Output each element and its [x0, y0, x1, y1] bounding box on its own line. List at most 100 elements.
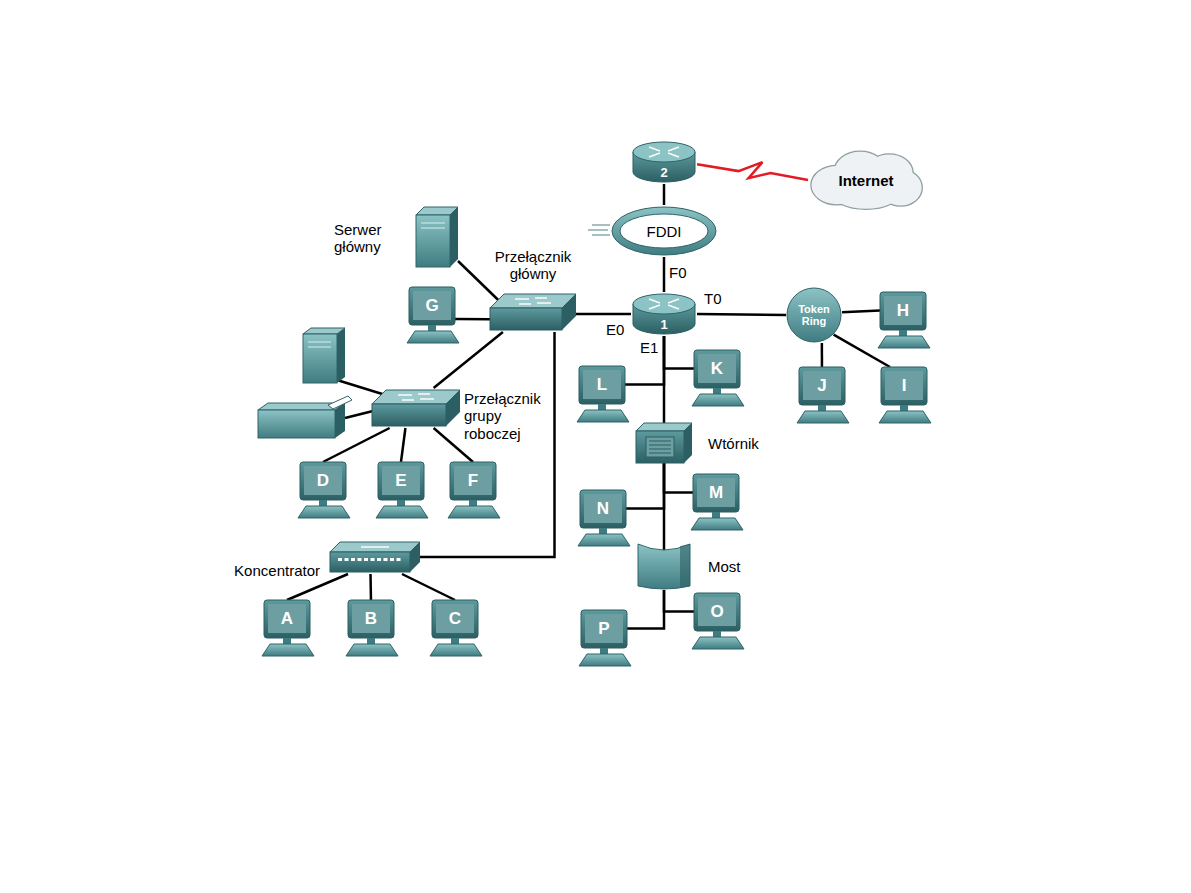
network-label: Internet: [838, 172, 893, 189]
printer-side: [335, 403, 345, 438]
repeater-grille: [649, 453, 671, 454]
network-label: Token Ring: [791, 303, 837, 327]
device-label: Przełącznik grupy roboczej: [464, 390, 554, 442]
keyboard: [407, 331, 459, 343]
hub-port: [364, 558, 368, 561]
device-letter: P: [598, 619, 609, 639]
keyboard: [579, 654, 631, 666]
device-letter: H: [897, 301, 909, 321]
switch-arrow: [515, 298, 529, 299]
router-arrow: [668, 153, 679, 157]
router-arrow: [649, 299, 660, 303]
hub-port: [384, 558, 388, 561]
switch-icon: [490, 292, 576, 332]
hub-port: [390, 558, 394, 561]
keyboard: [797, 411, 849, 423]
router-number: 1: [660, 317, 667, 332]
monitor-bezel: [799, 367, 845, 405]
computer-node: O: [688, 593, 748, 651]
computer-node: A: [258, 600, 318, 658]
network-cable: [834, 335, 890, 367]
monitor-bezel: [432, 600, 478, 638]
device-top: [330, 542, 420, 552]
monitor-neck: [600, 648, 608, 654]
network-cable: [821, 343, 824, 367]
device-letter: F: [468, 471, 478, 491]
computer-node: B: [342, 600, 402, 658]
computer-node: P: [575, 610, 635, 668]
router-top: [633, 142, 695, 162]
computer-node: E: [372, 462, 432, 520]
monitor-neck: [397, 500, 405, 506]
network-cable: [625, 336, 664, 385]
network-cable: [458, 261, 500, 302]
monitor-screen: [884, 296, 922, 325]
network-cable: [627, 590, 664, 629]
hub-port: [371, 558, 375, 561]
server-slot: [421, 223, 445, 224]
device-letter: L: [597, 375, 607, 395]
monitor-bezel: [880, 292, 926, 330]
printer-icon: [258, 396, 352, 438]
fddi-ring: FDDI: [610, 205, 718, 257]
router-arrow: [668, 305, 679, 309]
keyboard: [346, 644, 398, 656]
network-cable: [664, 463, 693, 493]
token-ring-disc: [787, 288, 841, 342]
switch-arrow: [535, 297, 547, 298]
fddi-speed-lines: [588, 225, 610, 235]
device-letter: M: [709, 483, 723, 503]
repeater-grille: [649, 441, 671, 442]
monitor-neck: [899, 330, 907, 336]
router-arrow: [668, 147, 679, 151]
network-cable: [842, 311, 880, 313]
router-arrow: [668, 299, 679, 303]
server-icon: [416, 207, 458, 267]
device-front: [636, 431, 684, 463]
monitor-neck: [599, 528, 607, 534]
hub-port: [338, 558, 342, 561]
monitor-neck: [712, 512, 720, 518]
internet-cloud: Internet: [808, 148, 924, 212]
router-top: [633, 294, 695, 314]
switch-node: Przełącznik główny: [490, 292, 576, 332]
computer-node: H: [874, 292, 934, 350]
printer-cable: [345, 411, 373, 418]
monitor-screen: [697, 478, 735, 507]
network-cable: [697, 314, 786, 315]
device-side: [446, 390, 460, 426]
keyboard: [879, 411, 931, 423]
keyboard: [692, 394, 744, 406]
monitor-bezel: [881, 367, 927, 405]
switch-arrow: [519, 303, 531, 304]
network-cable: [420, 332, 555, 557]
monitor-screen: [585, 614, 623, 643]
computer-node: L: [573, 366, 633, 424]
monitor-neck: [428, 325, 436, 331]
computer-node: G: [403, 287, 463, 345]
network-cable: [576, 313, 631, 316]
ring-inner: [620, 214, 708, 248]
monitor-screen: [304, 466, 342, 495]
monitor-bezel: [693, 474, 739, 512]
monitor-screen: [352, 604, 390, 633]
device-label: Koncentrator: [208, 562, 320, 579]
router-arrow: [649, 147, 660, 151]
hub-port: [377, 558, 381, 561]
keyboard: [692, 637, 744, 649]
bridge-icon: [636, 540, 692, 590]
network-cable: [664, 336, 694, 369]
router-arrow: [649, 153, 660, 157]
server-icon: [303, 328, 345, 383]
monitor-bezel: [579, 366, 625, 404]
monitor-screen: [454, 466, 492, 495]
ring-outer: [612, 207, 716, 255]
network-cable: [664, 590, 694, 612]
monitor-bezel: [409, 287, 455, 325]
network-cable: [663, 184, 666, 205]
keyboard: [262, 644, 314, 656]
router-node: 2: [631, 140, 697, 184]
computer-node: K: [688, 350, 748, 408]
server-slot: [308, 342, 331, 343]
device-front: [490, 308, 562, 330]
